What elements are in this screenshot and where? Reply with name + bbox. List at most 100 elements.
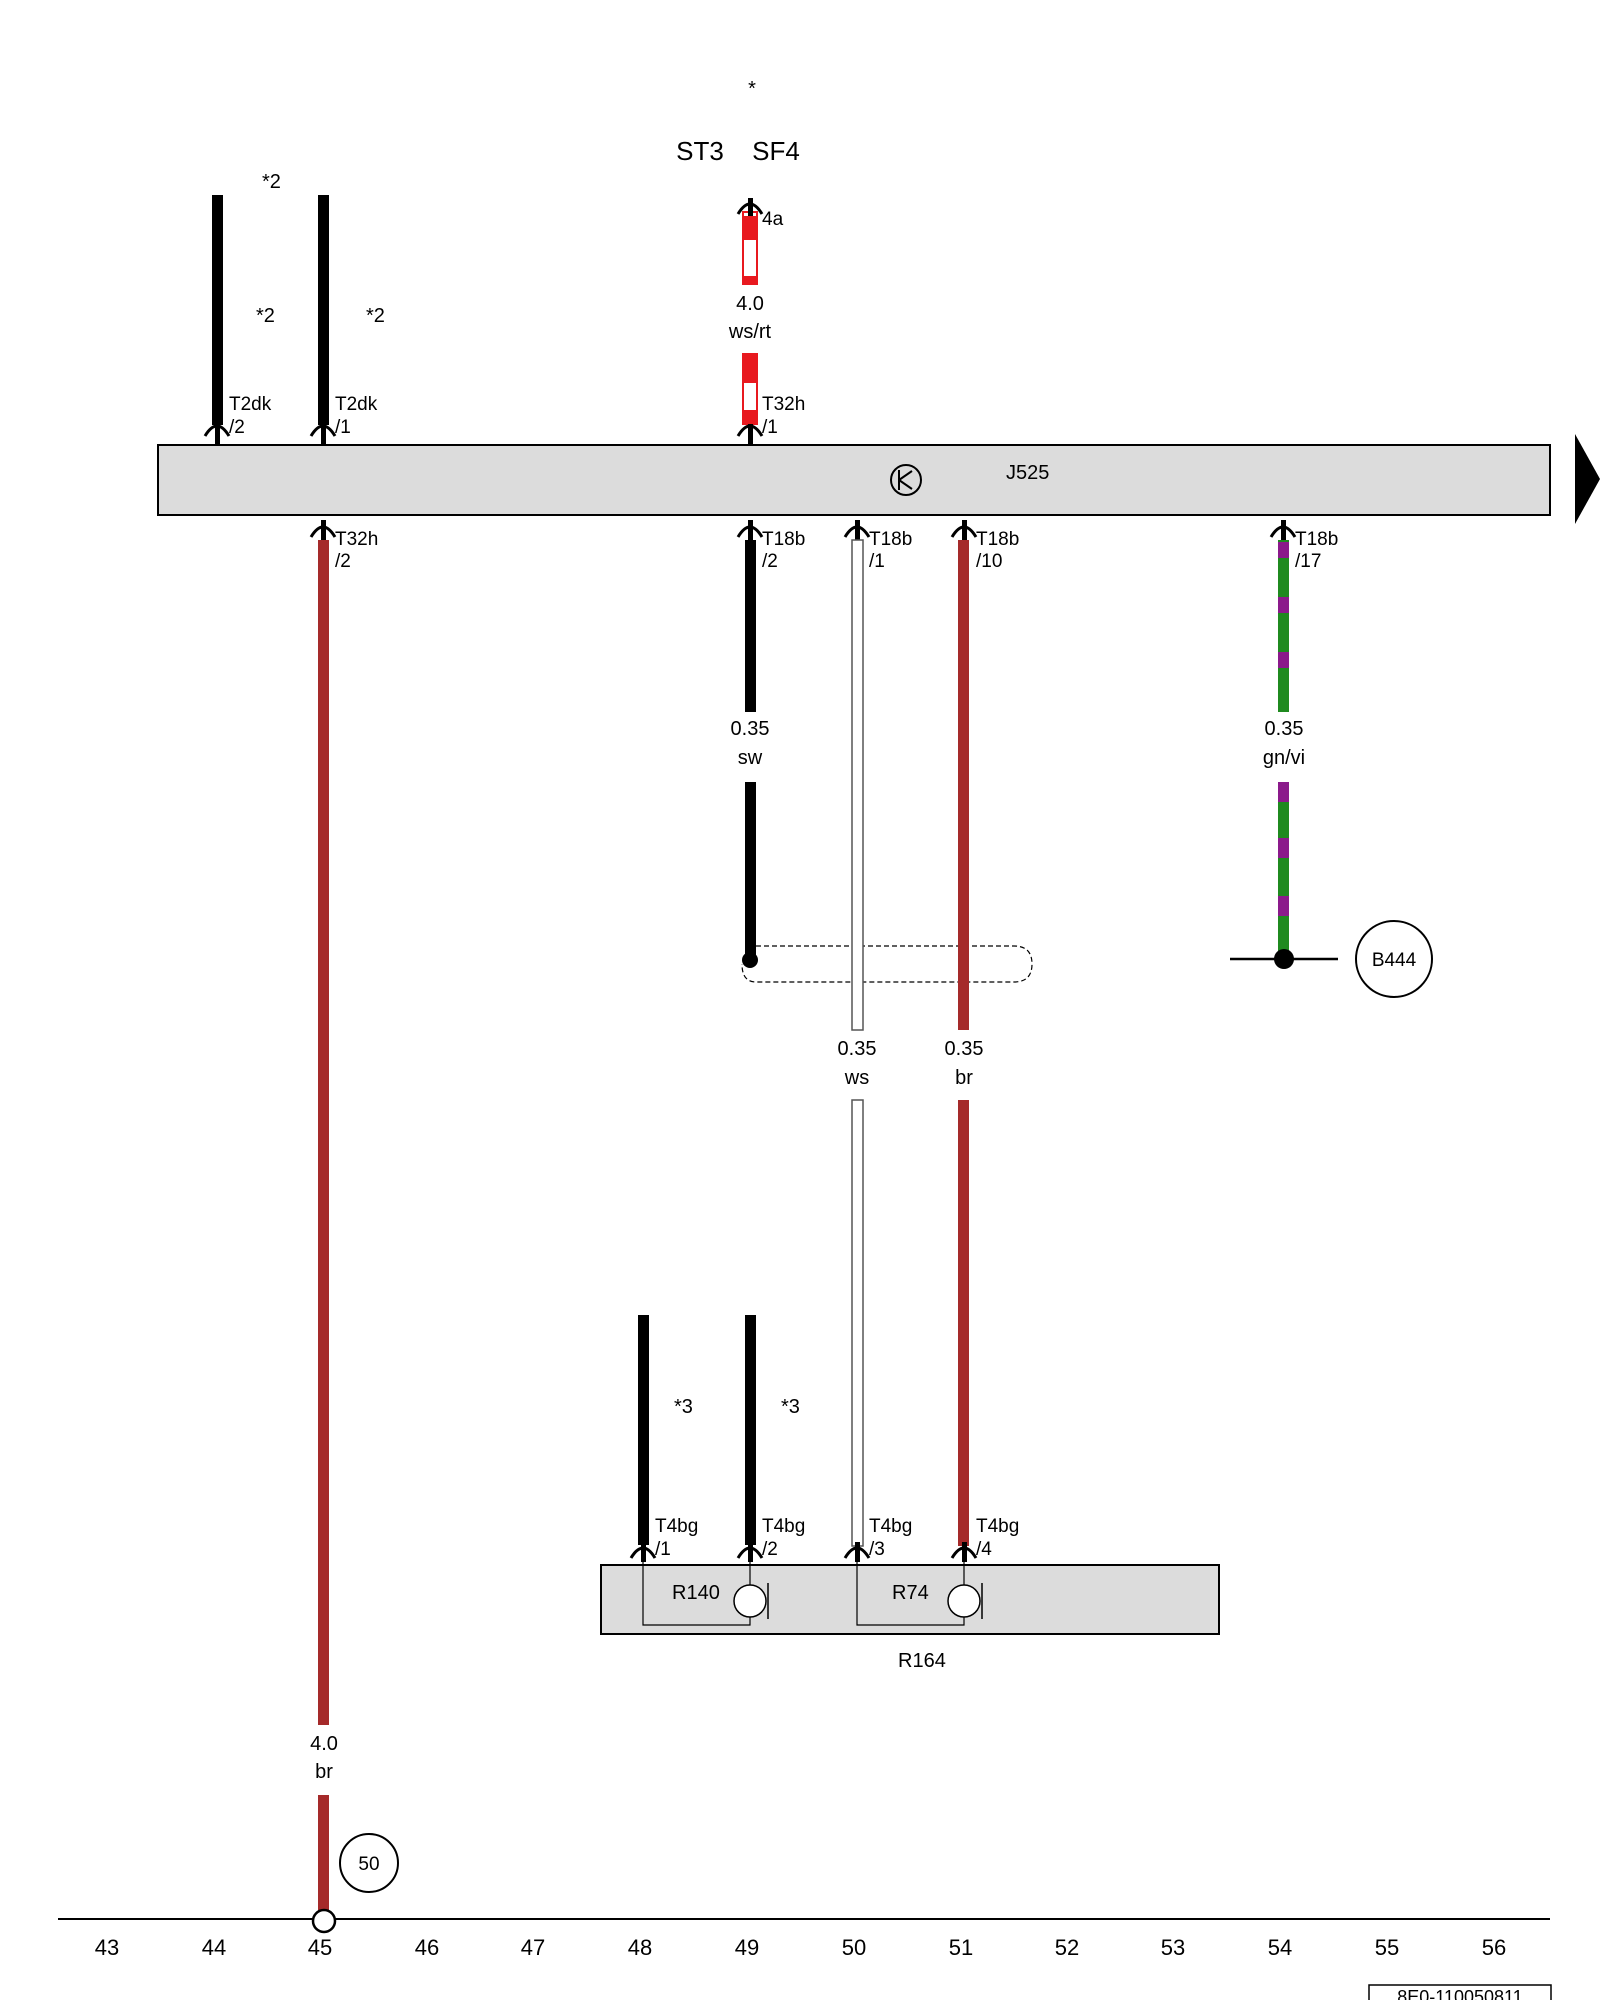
wire-size-50: 0.35 xyxy=(838,1038,877,1060)
pin-t18b-2[interactable] xyxy=(736,520,764,540)
pin-label-t18b-2: T18b xyxy=(762,529,805,550)
column-numbers: 43 44 45 46 47 48 49 50 51 52 53 54 55 5… xyxy=(95,1935,1506,1960)
wire-size-45: 4.0 xyxy=(310,1733,338,1755)
pin-label-4a: 4a xyxy=(762,209,784,230)
transistor-icon xyxy=(890,464,922,496)
pin-num-t32h-1: /1 xyxy=(762,417,778,438)
shield-loop xyxy=(741,945,1033,983)
note-star3-left: *3 xyxy=(674,1396,693,1418)
speaker-icon xyxy=(856,1562,983,1626)
header-asterisk: * xyxy=(748,78,756,100)
pin-t32h-1[interactable] xyxy=(736,424,764,444)
control-unit-label: J525 xyxy=(1006,462,1049,484)
pin-num-t4bg-3: /3 xyxy=(869,1539,885,1560)
note-star2-left: *2 xyxy=(256,305,275,327)
pin-t18b-10[interactable] xyxy=(950,520,978,540)
pin-t18b-17[interactable] xyxy=(1269,520,1297,540)
continuation-arrow-icon[interactable] xyxy=(1575,434,1600,524)
pin-t2dk-1[interactable] xyxy=(309,424,337,444)
pin-t4bg-4[interactable] xyxy=(950,1542,978,1562)
speaker-box[interactable] xyxy=(600,1564,1220,1635)
pin-label-t18b-1: T18b xyxy=(869,529,912,550)
column-number: 48 xyxy=(628,1935,652,1960)
junction-b444[interactable] xyxy=(1230,920,1433,998)
speaker-label-r140: R140 xyxy=(672,1582,720,1604)
column-number: 55 xyxy=(1375,1935,1399,1960)
pin-label-t32h-1: T32h xyxy=(762,394,805,415)
ground-node[interactable] xyxy=(311,1908,337,1934)
wire-color-51: br xyxy=(955,1067,973,1089)
pin-label-t4bg-1: T4bg xyxy=(655,1516,698,1537)
column-number: 53 xyxy=(1161,1935,1185,1960)
wire-lower-48[interactable] xyxy=(638,1315,649,1545)
pin-t18b-1[interactable] xyxy=(843,520,871,540)
wire-size-51: 0.35 xyxy=(945,1038,984,1060)
pin-num-t4bg-2: /2 xyxy=(762,1539,778,1560)
note-star3-right: *3 xyxy=(781,1396,800,1418)
column-number: 44 xyxy=(202,1935,226,1960)
wire-color-45: br xyxy=(315,1761,333,1783)
fuse-label-sf: SF4 xyxy=(752,136,800,166)
pin-t2dk-2[interactable] xyxy=(203,424,231,444)
pin-label-t4bg-4: T4bg xyxy=(976,1516,1019,1537)
column-number: 46 xyxy=(415,1935,439,1960)
speaker-label-r74: R74 xyxy=(892,1582,929,1604)
wire-feed-ws-rt[interactable] xyxy=(742,211,758,425)
column-number: 47 xyxy=(521,1935,545,1960)
ground-point-50-label: 50 xyxy=(358,1854,379,1875)
pin-num-t4bg-4: /4 xyxy=(976,1539,992,1560)
column-number: 54 xyxy=(1268,1935,1292,1960)
pin-label-t18b-17: T18b xyxy=(1295,529,1338,550)
fuse-label-st: ST3 xyxy=(676,136,724,166)
pin-t4bg-3[interactable] xyxy=(843,1542,871,1562)
wire-49-sw[interactable] xyxy=(742,540,758,968)
wire-upper-44[interactable] xyxy=(212,195,223,425)
speaker-icon xyxy=(642,1562,769,1626)
page-id: 8E0-110050811 xyxy=(1397,1987,1522,2000)
wire-color-49: sw xyxy=(738,747,763,769)
pin-label-t4bg-2: T4bg xyxy=(762,1516,805,1537)
pin-t4bg-2[interactable] xyxy=(736,1542,764,1562)
pin-num-t2dk-2: /2 xyxy=(229,417,245,438)
note-star2-right: *2 xyxy=(366,305,385,327)
column-number: 50 xyxy=(842,1935,866,1960)
wire-color-feed: ws/rt xyxy=(728,321,772,343)
speaker-box-label: R164 xyxy=(898,1650,946,1672)
pin-num-t18b-2: /2 xyxy=(762,551,778,572)
wire-size-feed: 4.0 xyxy=(736,293,764,315)
column-number: 51 xyxy=(949,1935,973,1960)
wire-lower-49[interactable] xyxy=(745,1315,756,1545)
pin-num-t18b-10: /10 xyxy=(976,551,1002,572)
wire-size-49: 0.35 xyxy=(731,718,770,740)
pin-t32h-2[interactable] xyxy=(309,520,337,540)
pin-label-t18b-10: T18b xyxy=(976,529,1019,550)
note-star2-top: *2 xyxy=(262,171,281,193)
pin-num-t2dk-1: /1 xyxy=(335,417,351,438)
control-unit-box[interactable] xyxy=(157,444,1551,516)
junction-b444-label: B444 xyxy=(1372,950,1417,971)
ground-point-50[interactable] xyxy=(339,1833,399,1893)
pin-label-t2dk-1: T2dk xyxy=(335,394,378,415)
column-number: 45 xyxy=(308,1935,332,1960)
pin-num-t4bg-1: /1 xyxy=(655,1539,671,1560)
wire-color-54: gn/vi xyxy=(1263,747,1305,769)
wire-color-50: ws xyxy=(844,1067,869,1089)
pin-num-t18b-1: /1 xyxy=(869,551,885,572)
wire-51-br[interactable] xyxy=(958,540,969,1546)
column-number: 43 xyxy=(95,1935,119,1960)
pin-4a[interactable] xyxy=(736,198,764,216)
wire-upper-45[interactable] xyxy=(318,195,329,425)
pin-label-t4bg-3: T4bg xyxy=(869,1516,912,1537)
wire-54-gn-vi[interactable] xyxy=(1278,540,1289,952)
pin-num-t18b-17: /17 xyxy=(1295,551,1321,572)
pin-num-t32h-2: /2 xyxy=(335,551,351,572)
page-id-box xyxy=(1368,1984,1552,2000)
column-number: 52 xyxy=(1055,1935,1079,1960)
pin-label-t2dk-2: T2dk xyxy=(229,394,272,415)
pin-t4bg-1[interactable] xyxy=(629,1542,657,1562)
wire-45-br[interactable] xyxy=(318,540,329,1917)
column-number: 49 xyxy=(735,1935,759,1960)
pin-label-t32h-2: T32h xyxy=(335,529,378,550)
wire-size-54: 0.35 xyxy=(1265,718,1304,740)
